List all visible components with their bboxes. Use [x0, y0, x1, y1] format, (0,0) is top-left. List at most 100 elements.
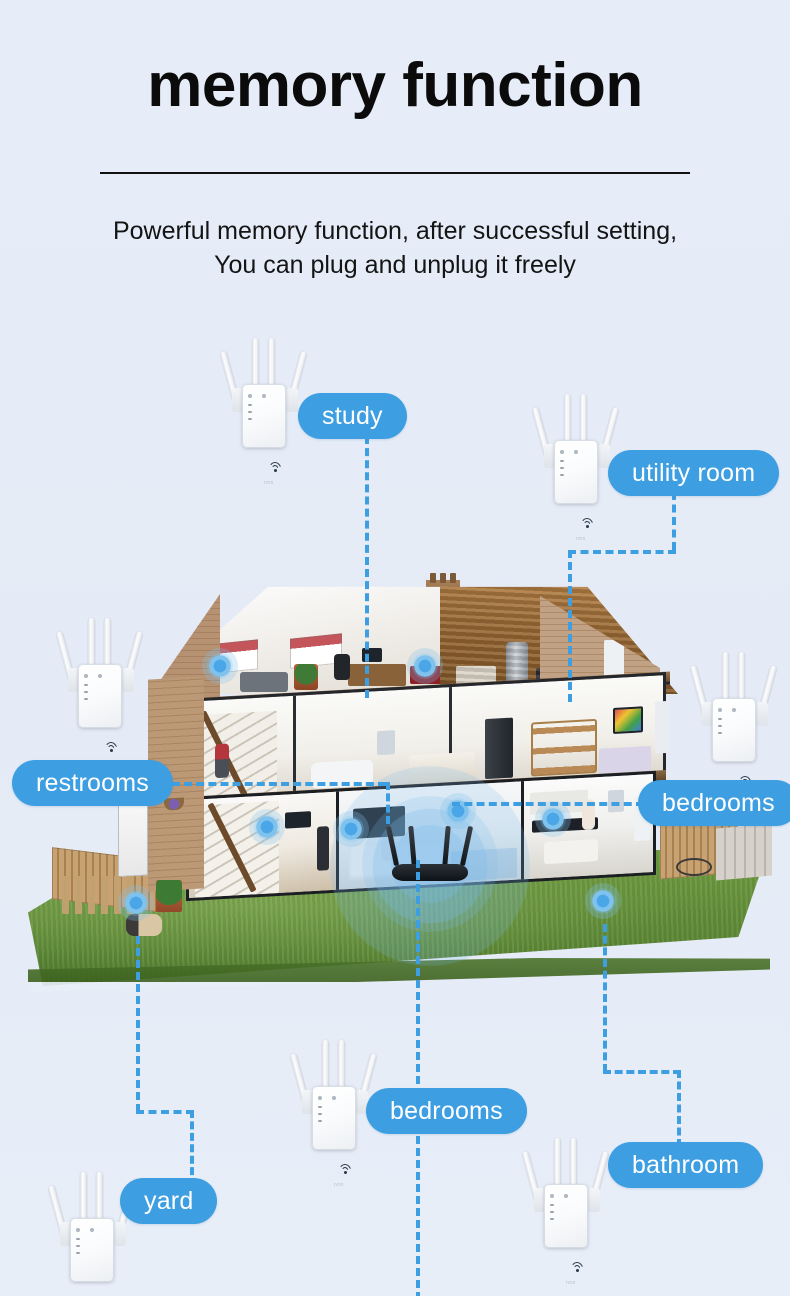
- device-body: nnn: [712, 698, 756, 800]
- person-on-stairs: [215, 743, 229, 779]
- device-shoulder-left: [534, 1188, 546, 1212]
- device-restrooms: nnn: [55, 618, 144, 766]
- antenna-icon: [252, 338, 259, 390]
- signal-dot-study: [207, 653, 233, 679]
- antenna-icon: [104, 618, 111, 670]
- signal-dot-bedroom-3: [540, 806, 566, 832]
- kids-wall-poster: [613, 706, 643, 734]
- title-divider: [100, 172, 690, 174]
- coat-rack: [317, 826, 329, 871]
- connector-restrooms-seg2: [386, 782, 390, 824]
- label-yard[interactable]: yard: [120, 1178, 218, 1224]
- device-brand: nnn: [334, 1182, 344, 1188]
- device-shoulder-left: [60, 1222, 72, 1246]
- signal-dot-bedroom-1: [254, 814, 280, 840]
- connector-yard-seg1: [190, 1110, 194, 1198]
- connector-utility-seg2: [568, 550, 676, 554]
- connector-bathroom-seg1: [677, 1070, 681, 1170]
- bunk-bed: [531, 718, 597, 777]
- device-body: nnn: [544, 1184, 588, 1286]
- device-shoulder-right: [286, 388, 298, 412]
- label-restrooms[interactable]: restrooms: [12, 760, 173, 806]
- fence-right-gate: [716, 823, 772, 881]
- wifi-icon: [570, 1262, 584, 1274]
- connector-yard-seg3: [136, 936, 140, 1112]
- device-shoulder-left: [232, 388, 244, 412]
- study-chair: [334, 654, 350, 680]
- device-body: nnn: [70, 1218, 114, 1282]
- router-body: [392, 864, 468, 881]
- wifi-icon: [580, 518, 594, 530]
- antenna-icon: [738, 652, 745, 704]
- device-brand: nnn: [566, 1280, 576, 1286]
- device-body: nnn: [242, 384, 286, 486]
- bedroom-window: [655, 700, 669, 754]
- device-bedrooms-bottom: nnn: [289, 1040, 378, 1188]
- connector-restrooms-seg1: [172, 782, 386, 786]
- label-study[interactable]: study: [298, 393, 407, 439]
- signal-dot-utility: [412, 653, 438, 679]
- picture-frame-1: [377, 730, 395, 756]
- bicycle: [676, 858, 712, 876]
- antenna-icon: [554, 1138, 561, 1190]
- connector-bathroom-seg2: [603, 1070, 681, 1074]
- house-cutaway-illustration: [0, 558, 790, 1028]
- signal-dot-kitchen: [590, 888, 616, 914]
- device-study: nnn: [219, 338, 308, 486]
- hall-picture: [285, 811, 311, 829]
- device-shoulder-right: [756, 702, 768, 726]
- potted-plant: [156, 880, 182, 912]
- device-bedrooms-right: nnn: [689, 652, 778, 800]
- device-shoulder-right: [356, 1090, 368, 1114]
- connector-yard-seg2: [136, 1110, 194, 1114]
- connector-bathroom-seg3: [603, 924, 607, 1072]
- house-diagram-scene: nnn nnn: [0, 300, 790, 1296]
- page-subtitle: Powerful memory function, after successf…: [0, 214, 790, 282]
- antenna-icon: [564, 394, 571, 446]
- device-body: nnn: [554, 440, 598, 542]
- flower-basket: [164, 797, 184, 811]
- connector-bedrooms-right: [452, 802, 644, 806]
- device-shoulder-left: [544, 444, 556, 468]
- label-bedrooms-right[interactable]: bedrooms: [638, 780, 790, 826]
- study-sofa: [240, 672, 288, 692]
- label-bathroom[interactable]: bathroom: [608, 1142, 764, 1188]
- device-shoulder-right: [588, 1188, 600, 1212]
- device-shoulder-left: [702, 702, 714, 726]
- device-body: nnn: [312, 1086, 356, 1188]
- dog: [126, 914, 162, 936]
- antenna-icon: [268, 338, 275, 390]
- antenna-icon: [570, 1138, 577, 1190]
- study-plant: [294, 664, 318, 690]
- device-brand: nnn: [264, 480, 274, 486]
- connector-study: [365, 436, 369, 698]
- wifi-icon: [104, 742, 118, 754]
- antenna-icon: [80, 1172, 87, 1224]
- room-hall: [189, 791, 339, 898]
- device-yard: nnn: [47, 1172, 136, 1284]
- device-shoulder-left: [302, 1090, 314, 1114]
- wifi-router: [382, 825, 478, 884]
- antenna-icon: [96, 1172, 103, 1224]
- wifi-icon: [268, 462, 282, 474]
- page-title: memory function: [147, 51, 643, 120]
- device-shoulder-left: [68, 668, 80, 692]
- device-brand: nnn: [576, 536, 586, 542]
- wifi-icon: [338, 1164, 352, 1176]
- study-desk: [348, 664, 406, 686]
- subtitle-line-1: Powerful memory function, after successf…: [112, 217, 678, 245]
- label-bedrooms-bottom[interactable]: bedrooms: [366, 1088, 527, 1134]
- device-shoulder-right: [114, 1222, 126, 1246]
- label-utility-room[interactable]: utility room: [608, 450, 780, 496]
- antenna-icon: [722, 652, 729, 704]
- wardrobe: [485, 717, 513, 780]
- device-body: nnn: [78, 664, 122, 766]
- attic-window: [604, 640, 624, 684]
- device-utility-room: nnn: [531, 394, 620, 542]
- signal-dot-yard: [123, 890, 149, 916]
- signal-dot-bathroom-1: [338, 816, 364, 842]
- device-shoulder-right: [598, 444, 610, 468]
- device-bathroom: nnn: [521, 1138, 610, 1286]
- dining-table: [544, 839, 598, 865]
